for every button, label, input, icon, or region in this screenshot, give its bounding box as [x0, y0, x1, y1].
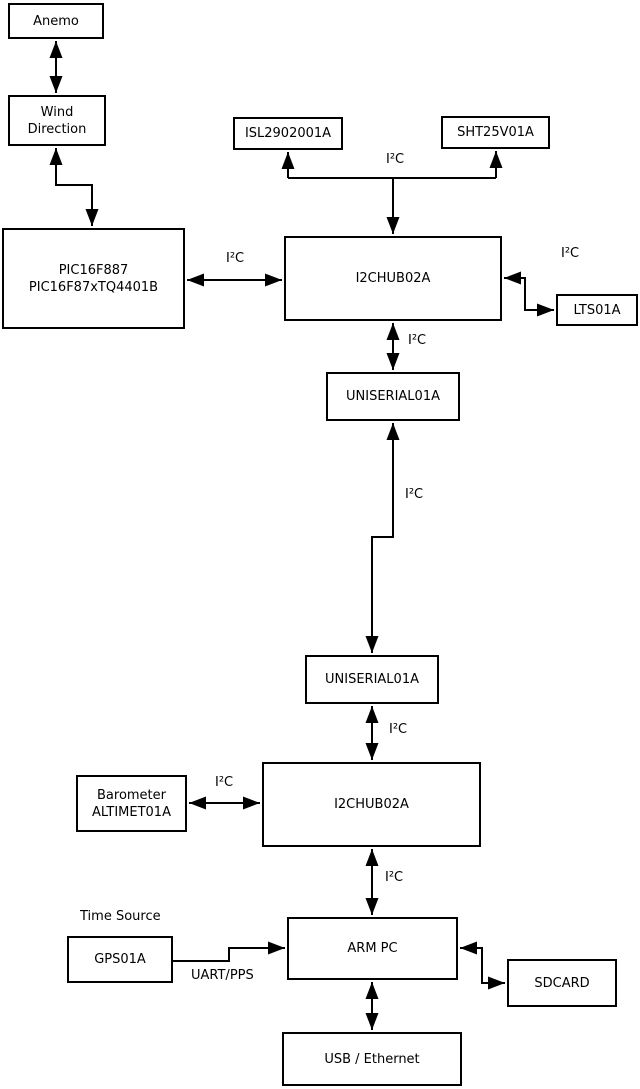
node-sdcard: SDCARD: [507, 959, 617, 1007]
node-arm-pc: ARM PC: [287, 917, 458, 980]
node-i2chub02a-1: I2CHUB02A: [284, 236, 502, 321]
node-barometer-altimet01a: Barometer ALTIMET01A: [76, 775, 187, 832]
edge-label-i2c-uniserial2-hub2: I²C: [389, 722, 408, 737]
edge-label-time-source: Time Source: [80, 909, 161, 924]
node-i2chub02a-2: I2CHUB02A: [262, 762, 481, 847]
node-barometer-label-line1: Barometer: [97, 787, 166, 803]
node-usb-ethernet: USB / Ethernet: [282, 1032, 462, 1086]
node-usb-ethernet-label: USB / Ethernet: [324, 1051, 420, 1067]
node-lts01a-label: LTS01A: [573, 302, 621, 318]
node-anemo-label: Anemo: [33, 13, 79, 29]
node-uniserial01a-1-label: UNISERIAL01A: [346, 389, 440, 404]
node-barometer-label-line2: ALTIMET01A: [92, 804, 171, 820]
edge-label-i2c-branch: I²C: [386, 152, 405, 167]
node-gps01a: GPS01A: [67, 936, 173, 983]
edge-label-i2c-hub1-lts: I²C: [561, 246, 580, 261]
node-gps01a-label: GPS01A: [94, 952, 146, 967]
connector-wind-pic: [49, 148, 99, 226]
edge-label-i2c-pic-hub1: I²C: [226, 251, 245, 266]
node-pic-label-line1: PIC16F887: [58, 262, 129, 278]
node-sht25v01a: SHT25V01A: [441, 116, 550, 149]
node-uniserial01a-2: UNISERIAL01A: [305, 655, 439, 704]
connector-armpc-sdcard: [460, 941, 505, 990]
node-pic-label-line2: PIC16F87xTQ4401B: [28, 279, 159, 295]
node-wind-direction: Wind Direction: [8, 95, 106, 146]
connector-gps-armpc: [173, 941, 285, 962]
edge-label-uart-pps: UART/PPS: [191, 968, 254, 983]
node-isl2902001a: ISL2902001A: [233, 117, 343, 150]
node-wind-direction-label-line1: Wind: [40, 104, 74, 120]
node-anemo: Anemo: [8, 3, 104, 39]
node-uniserial01a-1: UNISERIAL01A: [326, 372, 460, 421]
node-isl2902001a-label: ISL2902001A: [244, 126, 332, 141]
node-lts01a: LTS01A: [556, 294, 638, 326]
node-i2chub02a-1-label: I2CHUB02A: [355, 271, 431, 286]
edge-label-i2c-hub2-armpc: I²C: [385, 870, 404, 885]
edge-label-i2c-uniserial-link: I²C: [405, 487, 424, 502]
connector-hub1-lts: [504, 271, 554, 317]
node-arm-pc-label: ARM PC: [347, 941, 398, 956]
edge-label-i2c-barometer-hub2: I²C: [215, 775, 234, 790]
node-sdcard-label: SDCARD: [534, 975, 590, 991]
node-pic: PIC16F887 PIC16F87xTQ4401B: [2, 228, 185, 329]
node-wind-direction-label-line2: Direction: [27, 121, 87, 137]
edge-label-i2c-hub1-uniserial1: I²C: [408, 333, 427, 348]
node-sht25v01a-label: SHT25V01A: [457, 125, 534, 140]
node-i2chub02a-2-label: I2CHUB02A: [334, 797, 409, 812]
connector-uniserial1-uniserial2: [365, 423, 400, 653]
node-uniserial01a-2-label: UNISERIAL01A: [325, 672, 419, 687]
